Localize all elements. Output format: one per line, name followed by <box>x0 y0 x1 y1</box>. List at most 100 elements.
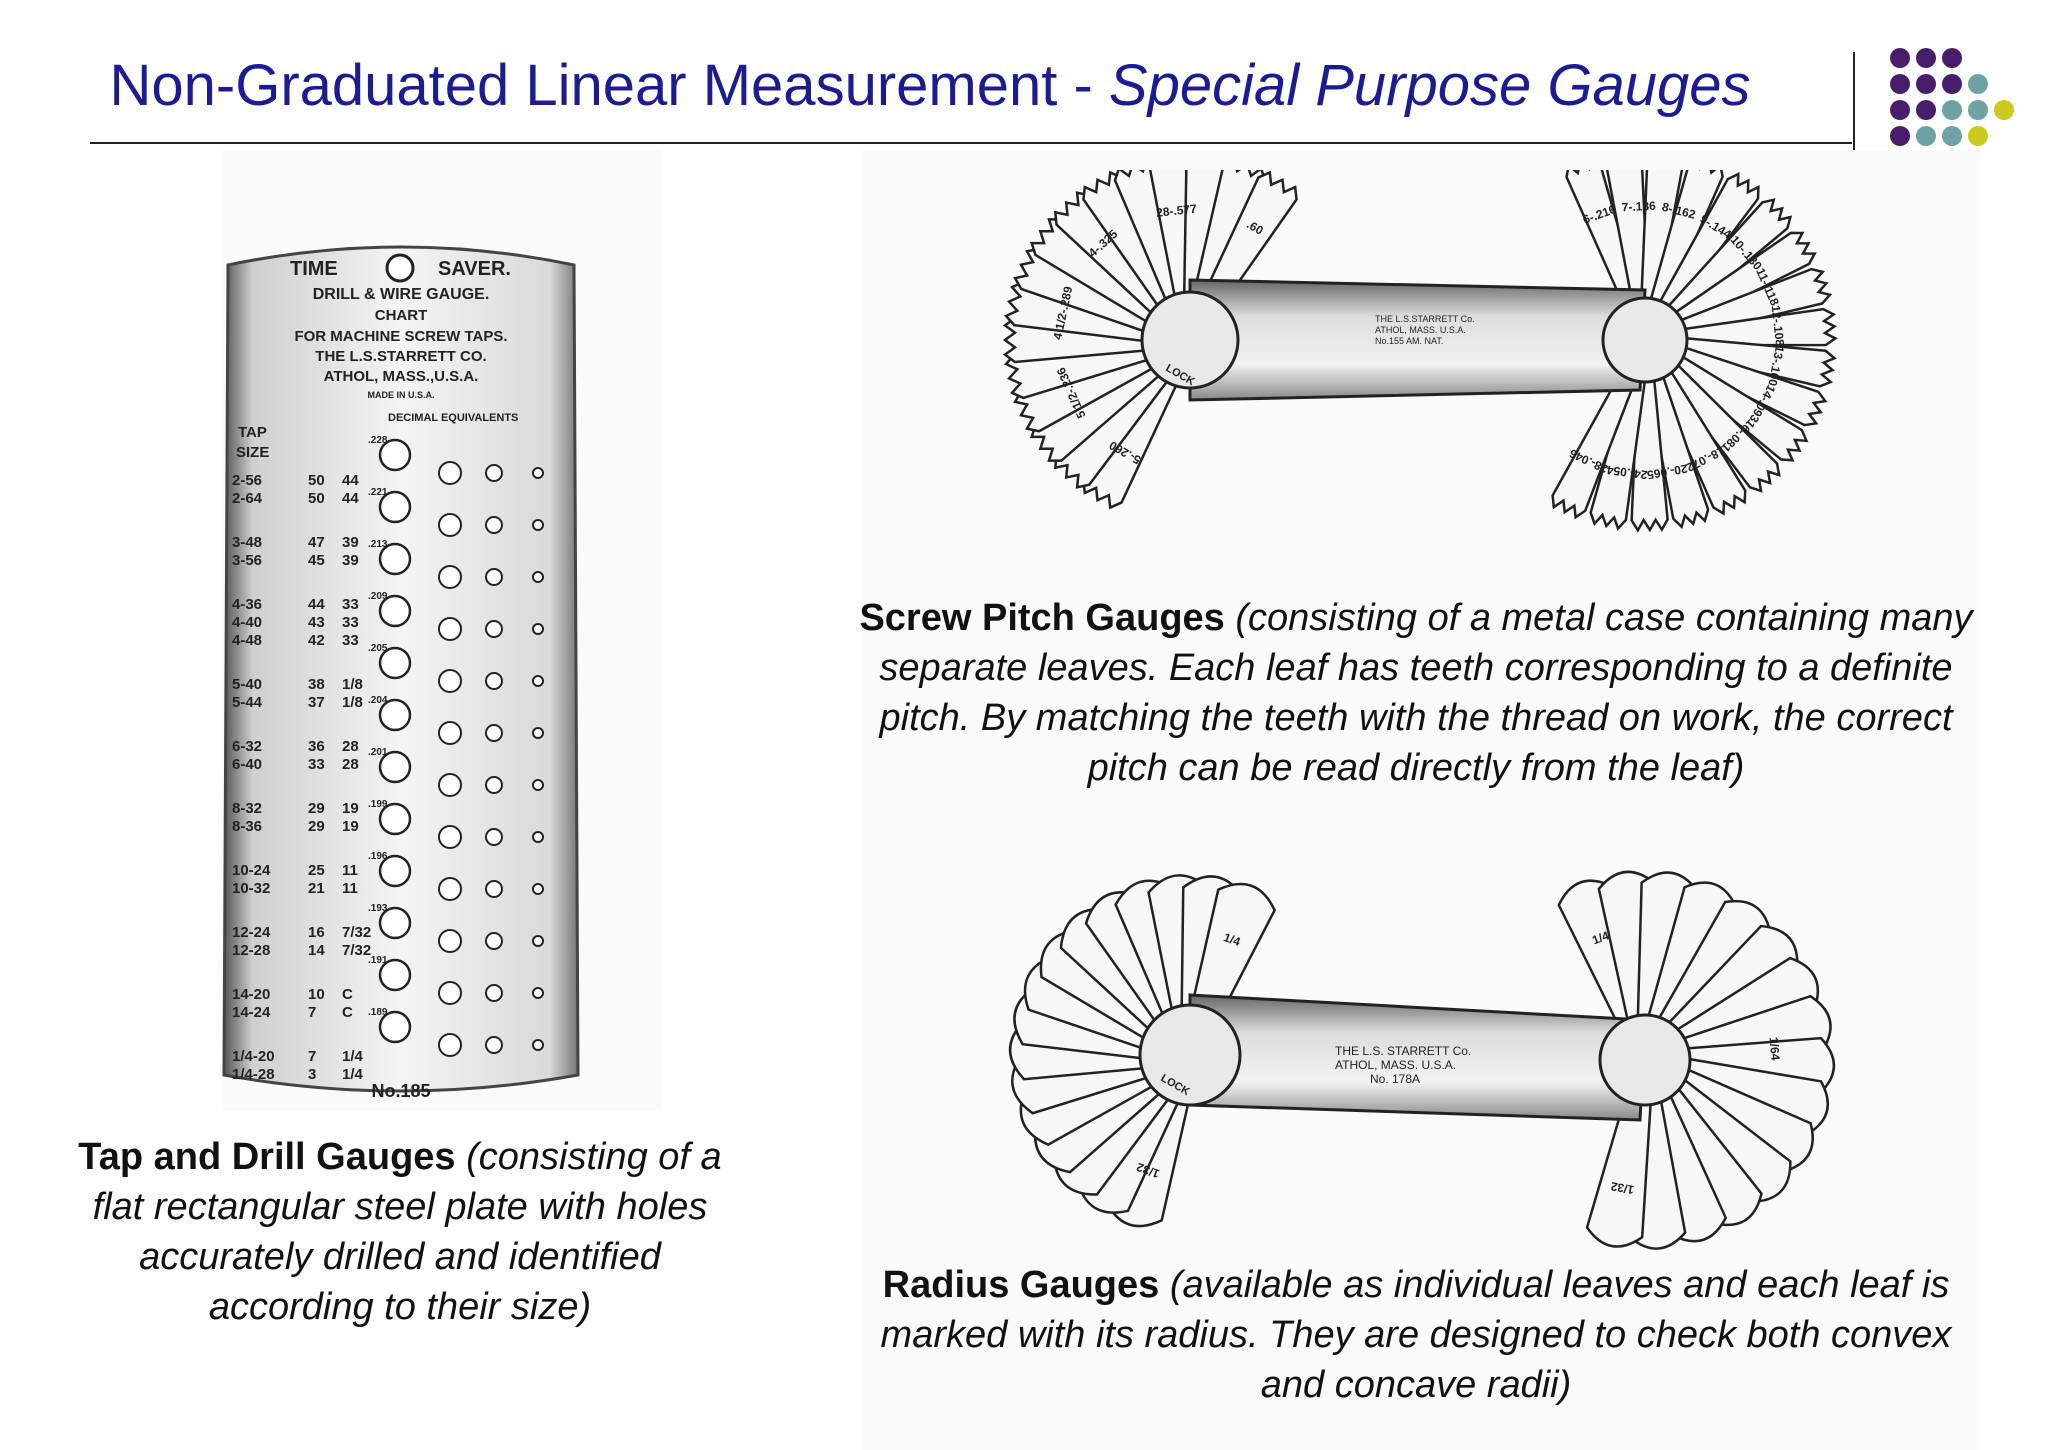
small-drill-hole <box>532 571 544 583</box>
dot-15 <box>1942 126 1962 146</box>
small-drill-hole <box>438 981 462 1005</box>
body-drill-cell: C <box>342 986 353 1003</box>
hole-decimal-label: .209 <box>368 591 388 602</box>
small-drill-hole <box>532 831 544 843</box>
small-drill-hole <box>485 672 503 690</box>
small-drill-hole <box>438 513 462 537</box>
screw-maker-line: No.155 AM. NAT. <box>1375 336 1443 346</box>
tap-drill-cell: 37 <box>308 694 325 711</box>
body-drill-cell: 33 <box>342 596 359 613</box>
radius-maker-line: No. 178A <box>1370 1072 1420 1086</box>
small-drill-hole <box>485 516 503 534</box>
dot-10 <box>1942 100 1962 120</box>
radius-maker-line: THE L.S. STARRETT Co. <box>1335 1044 1471 1058</box>
body-drill-cell: 7/32 <box>342 942 371 959</box>
screw-right-leaf <box>1641 267 1833 347</box>
tap-drill-cell: 36 <box>308 738 325 755</box>
tap-size-cell: 5-40 <box>232 676 262 693</box>
tap-drill-cell: 47 <box>308 534 325 551</box>
small-drill-hole <box>485 932 503 950</box>
page-title: Non-Graduated Linear Measurement - Speci… <box>0 52 1860 119</box>
small-drill-hole <box>532 467 544 479</box>
tap-plate-model: No.185 <box>371 1081 430 1101</box>
tap-size-cell: 14-24 <box>232 1004 271 1021</box>
tap-plate-header-line: MADE IN U.S.A. <box>367 390 434 400</box>
col-header-tap: TAP <box>238 424 267 441</box>
small-drill-hole <box>532 623 544 635</box>
body-drill-cell: 44 <box>342 472 359 489</box>
body-drill-cell: 7/32 <box>342 924 371 941</box>
tap-drill-cell: 29 <box>308 818 325 835</box>
dot-1 <box>1890 48 1910 68</box>
body-drill-cell: 39 <box>342 552 359 569</box>
small-drill-hole <box>438 877 462 901</box>
screw-caption-title: Screw Pitch Gauges <box>859 597 1225 639</box>
tap-drill-cell: 50 <box>308 472 325 489</box>
dot-3 <box>1942 48 1962 68</box>
small-drill-hole <box>438 669 462 693</box>
radius-right-leaf-label: 1/64 <box>1767 1036 1783 1061</box>
body-drill-cell: 11 <box>342 880 358 897</box>
screw-maker-line: THE L.S.STARRETT Co. <box>1375 314 1475 324</box>
drill-hole <box>378 750 412 784</box>
tap-drill-cell: 45 <box>308 552 325 569</box>
small-drill-hole <box>532 779 544 791</box>
screw-right-leaf <box>1639 198 1793 346</box>
small-drill-hole <box>532 935 544 947</box>
small-drill-hole <box>438 721 462 745</box>
hole-decimal-label: .189 <box>368 1007 388 1018</box>
body-drill-cell: 1/4 <box>342 1066 364 1083</box>
tap-size-cell: 1/4-28 <box>232 1066 275 1083</box>
radius-gauge-image: 1/321/4 1/41/641/32 LOCK THE L.S. STARRE… <box>1008 870 1836 1250</box>
hole-decimal-label: .193 <box>368 903 388 914</box>
body-drill-cell: 19 <box>342 818 359 835</box>
small-drill-hole <box>532 883 544 895</box>
body-drill-cell: C <box>342 1004 353 1021</box>
tap-drill-cell: 7 <box>308 1048 316 1065</box>
body-drill-cell: 1/8 <box>342 694 363 711</box>
dot-9 <box>1916 100 1936 120</box>
tap-hole-column: .228.221.213.209.205.204.201.199.196.193… <box>368 435 544 1057</box>
small-drill-hole <box>532 519 544 531</box>
tap-size-cell: 4-48 <box>232 632 262 649</box>
tap-size-cell: 14-20 <box>232 986 270 1003</box>
dot-8 <box>1890 100 1910 120</box>
radius-left-pivot <box>1138 1003 1242 1107</box>
col-header-size: SIZE <box>236 444 269 461</box>
drill-hole <box>378 542 412 576</box>
tap-caption-title: Tap and Drill Gauges <box>78 1136 456 1178</box>
tap-drill-cell: 42 <box>308 632 325 649</box>
small-drill-hole <box>485 464 503 482</box>
radius-right-leaf-label: 1/32 <box>1609 1179 1635 1197</box>
small-drill-hole <box>485 568 503 586</box>
screw-pitch-caption: Screw Pitch Gauges (consisting of a meta… <box>850 593 1982 793</box>
hole-decimal-label: .201 <box>368 747 388 758</box>
body-drill-cell: 28 <box>342 738 359 755</box>
dot-12 <box>1994 100 2014 120</box>
tap-drill-cell: 38 <box>308 676 325 693</box>
title-subtitle: Special Purpose Gauges <box>1108 53 1751 118</box>
screw-right-leaf <box>1639 334 1781 493</box>
small-drill-hole <box>532 727 544 739</box>
tap-plate-header-line: DRILL & WIRE GAUGE. <box>313 286 490 303</box>
drill-hole <box>378 490 412 524</box>
radius-caption-title: Radius Gauges <box>882 1264 1160 1306</box>
tap-size-cell: 4-40 <box>232 614 262 631</box>
screw-caption-text: (consisting of a metal case containing m… <box>879 597 1973 789</box>
small-drill-hole <box>485 724 503 742</box>
drill-hole <box>378 854 412 888</box>
body-drill-cell: 39 <box>342 534 359 551</box>
hole-decimal-label: .205 <box>368 643 388 654</box>
screw-right-leaf <box>1643 307 1838 347</box>
tap-size-cell: 10-24 <box>232 862 271 879</box>
small-drill-hole <box>438 617 462 641</box>
body-drill-cell: 44 <box>342 490 359 507</box>
screw-right-leaf <box>1641 333 1828 427</box>
small-drill-hole <box>485 828 503 846</box>
small-drill-hole <box>532 987 544 999</box>
radius-caption: Radius Gauges (available as individual l… <box>860 1260 1972 1410</box>
body-drill-cell: 33 <box>342 614 359 631</box>
tap-drill-cell: 16 <box>308 924 325 941</box>
